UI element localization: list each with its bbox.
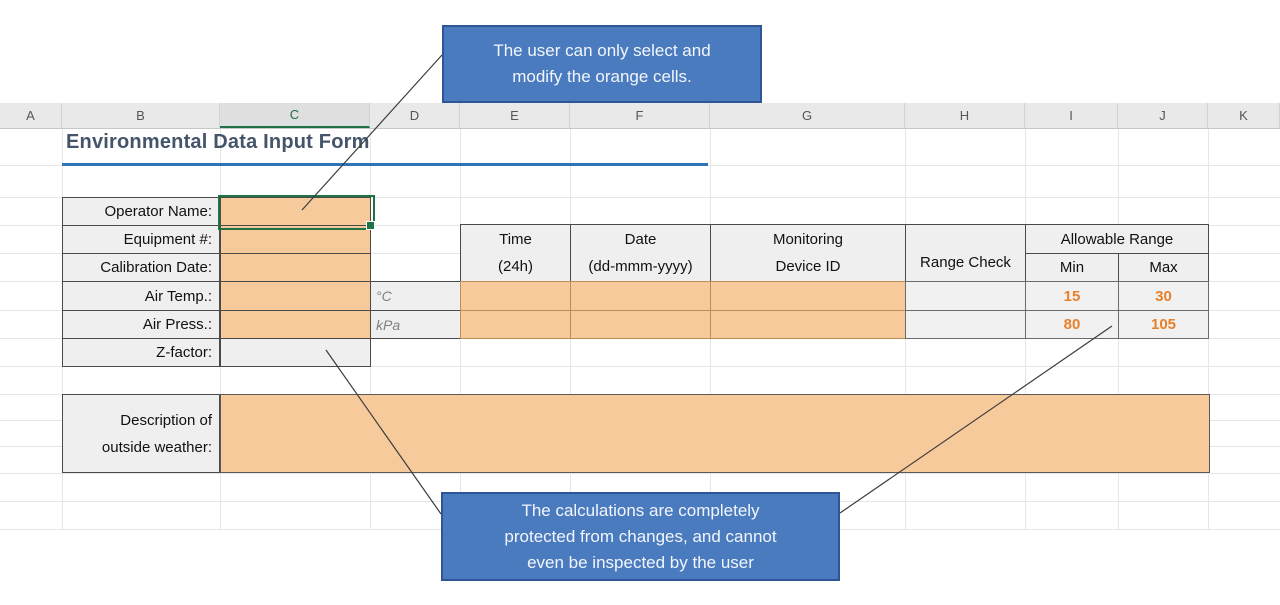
label-operator-name[interactable]: Operator Name: (62, 197, 220, 226)
column-letter: D (409, 108, 420, 123)
label-text: Air Temp.: (144, 287, 212, 305)
input-cell-time-row1[interactable] (460, 281, 571, 311)
callout-orange-cells: The user can only select and modify the … (442, 25, 762, 103)
column-header-a[interactable]: A (0, 103, 62, 128)
column-letter: F (635, 108, 644, 123)
column-header-h[interactable]: H (905, 103, 1025, 128)
header-line: Range Check (920, 254, 1011, 271)
connector-line-top-callout (301, 54, 443, 211)
header-line: Allowable Range (1060, 230, 1174, 248)
column-letter: J (1159, 108, 1166, 123)
label-line: outside weather: (101, 438, 212, 456)
max-value-text: 105 (1150, 316, 1177, 333)
column-header-b[interactable]: B (62, 103, 220, 128)
connector-line-bottom-callout-right (839, 325, 1113, 514)
label-air-press[interactable]: Air Press.: (62, 310, 220, 339)
header-line: (24h) (497, 258, 534, 275)
label-air-temp[interactable]: Air Temp.: (62, 281, 220, 311)
max-value-press[interactable]: 105 (1118, 310, 1209, 339)
min-value-text: 80 (1063, 316, 1081, 333)
column-letter: G (801, 108, 813, 123)
connector-line-bottom-callout-left (325, 349, 442, 515)
column-header-k[interactable]: K (1208, 103, 1280, 128)
header-line: Date (624, 231, 657, 248)
column-header-j[interactable]: J (1118, 103, 1208, 128)
callout-protected-calculations: The calculations are completely protecte… (441, 492, 840, 581)
input-cell-date-row2[interactable] (570, 310, 711, 339)
label-z-factor[interactable]: Z-factor: (62, 338, 220, 367)
header-line: Device ID (775, 258, 841, 275)
input-cell-time-row2[interactable] (460, 310, 571, 339)
table-header-date[interactable]: Date (dd-mmm-yyyy) (570, 224, 711, 282)
input-cell-operator-name[interactable] (220, 197, 371, 226)
min-value-press[interactable]: 80 (1025, 310, 1119, 339)
min-value-text: 15 (1063, 287, 1081, 305)
column-header-c-selected[interactable]: C (220, 103, 370, 128)
unit-text: kPa (376, 316, 401, 333)
input-cell-air-press[interactable] (220, 310, 371, 339)
column-header-i[interactable]: I (1025, 103, 1118, 128)
unit-text: °C (376, 288, 392, 304)
column-header-f[interactable]: F (570, 103, 710, 128)
label-text: Equipment #: (123, 231, 212, 248)
label-text: Calibration Date: (100, 259, 212, 276)
header-line: Min (1059, 259, 1085, 276)
sheet-title[interactable]: Environmental Data Input Form (66, 131, 370, 153)
column-letter: B (136, 108, 145, 123)
header-line: Monitoring (772, 231, 844, 248)
input-cell-device-row2[interactable] (710, 310, 906, 339)
column-letter: K (1239, 108, 1248, 123)
column-letter: H (959, 108, 970, 123)
range-check-cell-row2[interactable] (905, 310, 1026, 339)
column-letter: A (26, 108, 35, 123)
label-weather-description[interactable]: Description of outside weather: (62, 394, 220, 473)
callout-text-line: The user can only select and (493, 41, 711, 60)
protected-cell-z-factor[interactable] (220, 338, 371, 367)
callout-text-line: even be inspected by the user (527, 552, 754, 572)
gridline (0, 473, 1280, 474)
column-letter: I (1069, 108, 1073, 123)
callout-text-line: modify the orange cells. (512, 67, 692, 86)
label-text: Operator Name: (104, 203, 212, 220)
table-header-min[interactable]: Min (1025, 253, 1119, 282)
column-header-g[interactable]: G (710, 103, 905, 128)
callout-text-line: protected from changes, and cannot (504, 526, 777, 546)
column-header-d[interactable]: D (370, 103, 460, 128)
input-cell-air-temp[interactable] (220, 281, 371, 311)
header-strip-rule (0, 128, 1280, 129)
unit-cell-kpa[interactable]: kPa (370, 310, 461, 339)
range-check-cell-row1[interactable] (905, 281, 1026, 311)
max-value-text: 30 (1155, 287, 1172, 305)
table-header-range-check[interactable]: Range Check (905, 224, 1026, 282)
gridline (0, 197, 1280, 198)
input-cell-calibration-date[interactable] (220, 253, 371, 282)
gridline (0, 366, 1280, 367)
label-text: Air Press.: (142, 316, 212, 333)
header-line: Time (499, 231, 532, 248)
header-line: Max (1149, 259, 1178, 276)
header-line: (dd-mmm-yyyy) (588, 258, 693, 275)
column-letter: E (510, 108, 519, 123)
label-line: Description of (120, 411, 212, 429)
label-calibration-date[interactable]: Calibration Date: (62, 253, 220, 282)
label-text: Z-factor: (156, 344, 212, 361)
callout-text-line: The calculations are completely (521, 500, 760, 520)
column-letter: C (289, 107, 300, 122)
column-header-e[interactable]: E (460, 103, 570, 128)
title-underline (62, 163, 708, 166)
